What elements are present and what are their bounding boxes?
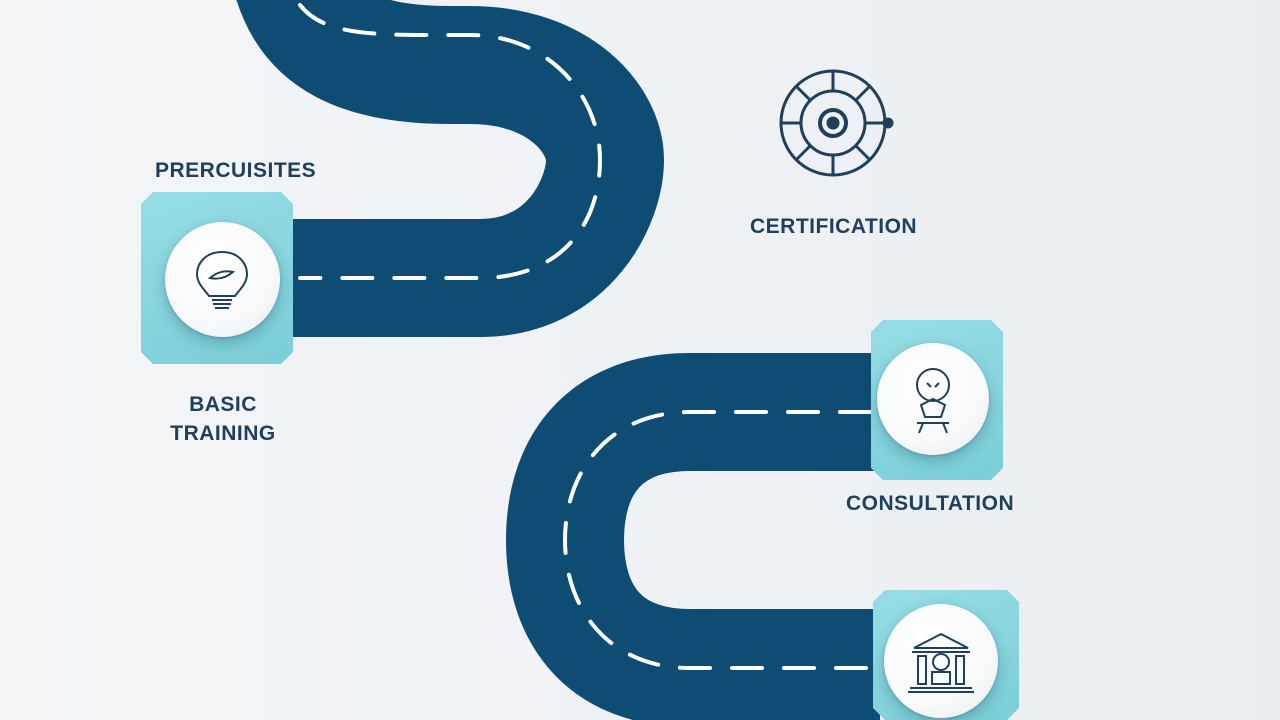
next-step-disc[interactable] xyxy=(884,604,998,718)
prerequisites-label: PRERCUISITES xyxy=(155,159,317,182)
target-dial-icon xyxy=(779,69,894,177)
upper-road xyxy=(236,0,665,337)
consultation-label: CONSULTATION xyxy=(846,492,1015,515)
prerequisites-disc[interactable] xyxy=(165,222,280,337)
consultation-figure-icon xyxy=(916,368,950,434)
consultation-disc[interactable] xyxy=(877,343,989,455)
lower-road xyxy=(505,353,880,720)
lightbulb-icon xyxy=(195,250,249,309)
building-icon xyxy=(908,632,974,693)
certification-label: CERTIFICATION xyxy=(750,215,918,238)
basic-training-label: BASIC TRAINING xyxy=(170,393,276,445)
lower-road-dashes xyxy=(562,410,872,670)
upper-road-dashes xyxy=(298,3,603,280)
